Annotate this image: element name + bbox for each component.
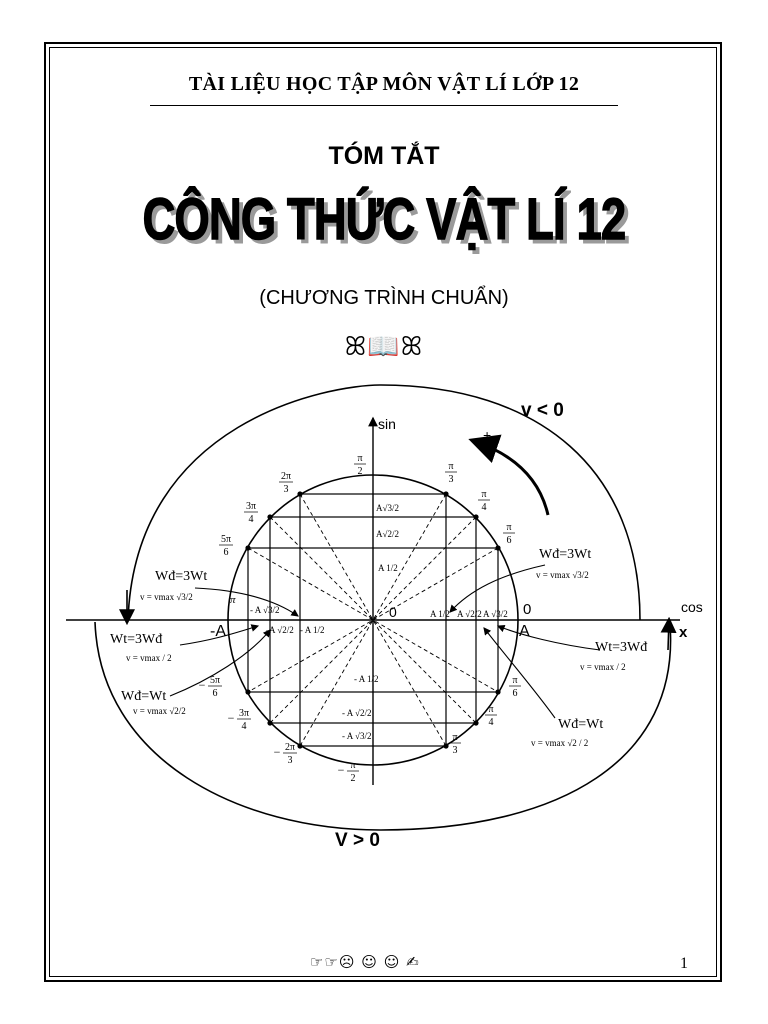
energy-lower-left-eq: Wđ=Wt bbox=[121, 689, 166, 704]
x-mark-m-a-r3-2: - A √3/2 bbox=[250, 605, 279, 615]
page-number: 1 bbox=[680, 955, 688, 972]
angle-m-pi-4-num: π bbox=[488, 704, 493, 715]
angle-m-5pi-6-num: 5π bbox=[210, 675, 220, 686]
angle-pi-6-den: 6 bbox=[507, 535, 512, 546]
y-mark-m-a-half: - A 1/2 bbox=[354, 674, 379, 684]
header-underline bbox=[150, 105, 618, 106]
angle-m-pi-3-num: π bbox=[452, 732, 457, 743]
angle-pi-2-num: π bbox=[357, 453, 362, 464]
energy-lower-right-v: v = vmax √2 / 2 bbox=[531, 738, 588, 748]
y-mark-m-a-r2-2: - A √2/2 bbox=[342, 708, 371, 718]
energy-lower-right-eq: Wđ=Wt bbox=[558, 717, 603, 732]
y-mark-a-r3-2: A√3/2 bbox=[376, 503, 399, 513]
svg-text:−: − bbox=[228, 711, 235, 725]
energy-upper-right-v: v = vmax √3/2 bbox=[536, 570, 589, 580]
rect-pi-3 bbox=[299, 493, 447, 747]
program-label: (CHƯƠNG TRÌNH CHUẨN) bbox=[259, 287, 509, 309]
plus-sign: + bbox=[483, 427, 491, 443]
energy-upper-left-eq: Wđ=3Wt bbox=[155, 569, 207, 584]
cos-axis-label: cos bbox=[681, 599, 703, 615]
footer-emoji-icons: ☞☞☹ ☺ ☺ ✍ bbox=[310, 953, 420, 971]
leader-lower-right bbox=[483, 627, 556, 719]
leader-lower-left bbox=[169, 629, 271, 697]
x-mark-m-a-half: - A 1/2 bbox=[300, 625, 325, 635]
document-header: TÀI LIỆU HỌC TẬP MÔN VẬT LÍ LỚP 12 bbox=[188, 73, 580, 95]
leader-upper-right bbox=[449, 564, 546, 613]
angle-m-3pi-4-num: 3π bbox=[239, 708, 249, 719]
angle-5pi-6-num: 5π bbox=[221, 534, 231, 545]
angle-3pi-4-num: 3π bbox=[246, 501, 256, 512]
angle-m-pi-6-den: 6 bbox=[513, 688, 518, 699]
energy-mid-right-v: v = vmax / 2 bbox=[580, 662, 626, 672]
y-mark-a-r2-2: A√2/2 bbox=[376, 529, 399, 539]
svg-text:−: − bbox=[338, 763, 345, 777]
zero-center-label: 0 bbox=[389, 604, 397, 620]
angle-pi-6-num: π bbox=[506, 522, 511, 533]
leader-mid-left bbox=[179, 624, 260, 646]
rect-pi-4 bbox=[269, 516, 477, 724]
angle-pi-2-den: 2 bbox=[358, 466, 363, 477]
angle-m-5pi-6-den: 6 bbox=[213, 688, 218, 699]
cover-title-shadow: CÔNG THỨC VẬT LÍ 12 bbox=[146, 191, 630, 257]
x-mark-a-r3-2: A √3/2 bbox=[483, 609, 508, 619]
angle-pi-4-num: π bbox=[481, 489, 486, 500]
book-ornament-icon: ꕤ📖ꕤ bbox=[344, 332, 424, 362]
angle-m-pi-6-num: π bbox=[512, 675, 517, 686]
angle-pi-3-num: π bbox=[448, 461, 453, 472]
rotation-arrow bbox=[468, 434, 550, 516]
energy-upper-left-v: v = vmax √3/2 bbox=[140, 592, 193, 602]
angle-5pi-6-den: 6 bbox=[224, 547, 229, 558]
y-mark-m-a-r3-2: - A √3/2 bbox=[342, 731, 371, 741]
angle-2pi-3-num: 2π bbox=[281, 471, 291, 482]
v-positive-label: V > 0 bbox=[335, 830, 380, 851]
angle-pi-4-den: 4 bbox=[482, 502, 487, 513]
circle-points bbox=[245, 491, 501, 749]
zero-right-label: 0 bbox=[523, 601, 531, 618]
energy-mid-left-eq: Wt=3Wđ bbox=[110, 632, 162, 647]
cover-title-text: CÔNG THỨC VẬT LÍ 12 bbox=[142, 186, 627, 253]
angle-m-3pi-4-den: 4 bbox=[242, 721, 247, 732]
sin-axis-label: sin bbox=[378, 416, 396, 432]
motion-arc-upper bbox=[127, 384, 641, 621]
angle-m-2pi-3-den: 3 bbox=[288, 755, 293, 766]
leader-mid-right bbox=[496, 624, 601, 651]
leader-upper-left bbox=[194, 587, 299, 617]
motion-arc-lower bbox=[94, 621, 672, 831]
angle-2pi-3-den: 3 bbox=[284, 484, 289, 495]
x-mark-a-half: A 1/2 bbox=[430, 609, 450, 619]
x-mark-m-a-r2-2: -A √2/2 bbox=[266, 625, 294, 635]
svg-text:−: − bbox=[199, 678, 206, 692]
radial-dashed-lines bbox=[247, 493, 499, 747]
energy-mid-left-v: v = vmax / 2 bbox=[126, 653, 172, 663]
right-up-arrow bbox=[660, 616, 677, 651]
energy-lower-left-v: v = vmax √2/2 bbox=[133, 706, 186, 716]
angle-m-pi-4-den: 4 bbox=[489, 717, 494, 728]
angle-3pi-4-den: 4 bbox=[249, 514, 254, 525]
page-border-outer bbox=[44, 42, 722, 982]
trig-circle bbox=[227, 474, 519, 766]
angle-m-2pi-3-num: 2π bbox=[285, 742, 295, 753]
pi-label: π bbox=[230, 594, 236, 606]
angle-m-pi-2-den: 2 bbox=[351, 773, 356, 784]
minus-a-label: -A bbox=[210, 623, 226, 640]
angle-m-pi-3-den: 3 bbox=[453, 745, 458, 756]
cover-subtitle: TÓM TẮT bbox=[328, 142, 440, 170]
x-axis-label: x bbox=[679, 624, 688, 641]
x-mark-a-r2-2: A √2/2 bbox=[457, 609, 482, 619]
energy-mid-right-eq: Wt=3Wđ bbox=[595, 640, 647, 655]
y-mark-a-half: A 1/2 bbox=[378, 563, 398, 573]
v-negative-label: v < 0 bbox=[521, 400, 564, 421]
angle-m-pi-2-num: π bbox=[350, 760, 355, 771]
angle-pi-3-den: 3 bbox=[449, 474, 454, 485]
a-label: A bbox=[519, 623, 530, 640]
energy-upper-right-eq: Wđ=3Wt bbox=[539, 547, 591, 562]
rect-pi-6 bbox=[247, 547, 499, 693]
svg-text:−: − bbox=[274, 745, 281, 759]
page-border-inner bbox=[49, 47, 717, 977]
